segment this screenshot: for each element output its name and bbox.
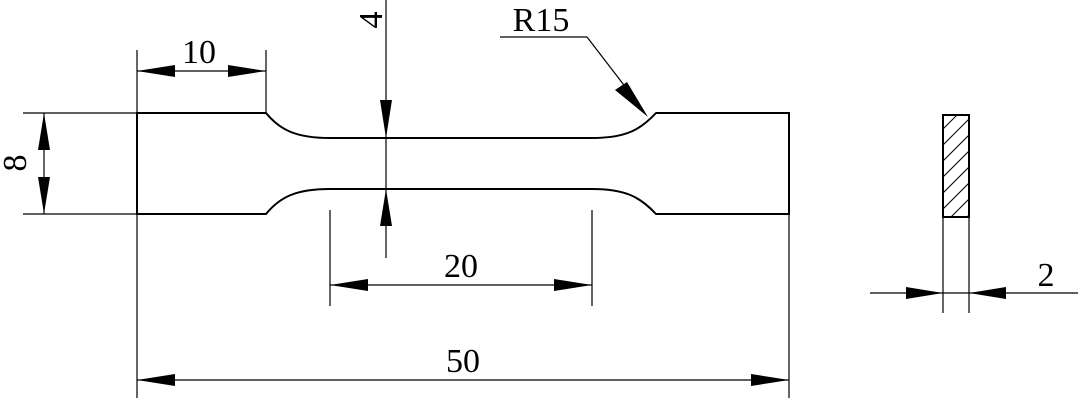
- arrowhead-left: [330, 279, 368, 291]
- arrowhead-right: [751, 374, 789, 386]
- fillet-radius-label: R15: [513, 2, 570, 39]
- overall-length-label: 50: [446, 343, 480, 380]
- arrowhead-right: [554, 279, 592, 291]
- fillet-radius-callout: R15: [500, 2, 648, 117]
- section-hatching: [943, 115, 969, 217]
- specimen-outline: [136, 112, 790, 215]
- gauge-width-dimension: 4: [353, 0, 392, 258]
- gauge-length-dimension: 20: [329, 210, 593, 306]
- overall-width-label: 8: [0, 155, 34, 172]
- overall-width-dimension: 8: [0, 112, 137, 215]
- arrowhead-left: [137, 65, 175, 77]
- thickness-dimension: 2: [870, 217, 1078, 313]
- arrowhead-down: [380, 100, 392, 138]
- grip-length-label: 10: [182, 34, 216, 71]
- overall-length-dimension: 50: [136, 214, 790, 398]
- arrowhead-left: [969, 287, 1006, 299]
- side-view-section: [942, 114, 970, 218]
- arrowhead-down: [38, 177, 50, 214]
- gauge-width-label: 4: [353, 12, 390, 29]
- arrowhead-right: [228, 65, 266, 77]
- thickness-label: 2: [1038, 257, 1055, 294]
- arrowhead-right: [906, 287, 943, 299]
- section-outline: [942, 114, 970, 218]
- arrowhead-up: [380, 189, 392, 226]
- arrowhead-left: [137, 374, 175, 386]
- arrowhead-up: [38, 113, 50, 150]
- grip-length-dimension: 10: [136, 34, 267, 113]
- radius-arrowhead: [615, 82, 648, 117]
- gauge-length-label: 20: [444, 248, 478, 285]
